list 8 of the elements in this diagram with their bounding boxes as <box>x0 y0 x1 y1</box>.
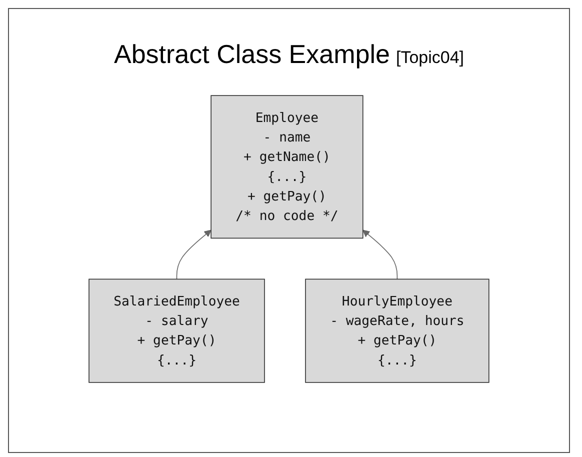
node-box <box>210 95 364 239</box>
topic-label: [Topic04] <box>396 48 464 67</box>
arrow <box>176 230 212 280</box>
slide-frame: Abstract Class Example [Topic04] Employee - name + getName() {...} + getPay() /* no code */ SalariedEmployee - salary + getPay() {...} HourlyEmployee - wageRate, hours + getPay() {...} <box>8 8 570 453</box>
arrow <box>362 230 398 280</box>
node-box <box>88 278 265 383</box>
title: Abstract Class Example <box>114 39 390 69</box>
node-box <box>305 278 490 383</box>
